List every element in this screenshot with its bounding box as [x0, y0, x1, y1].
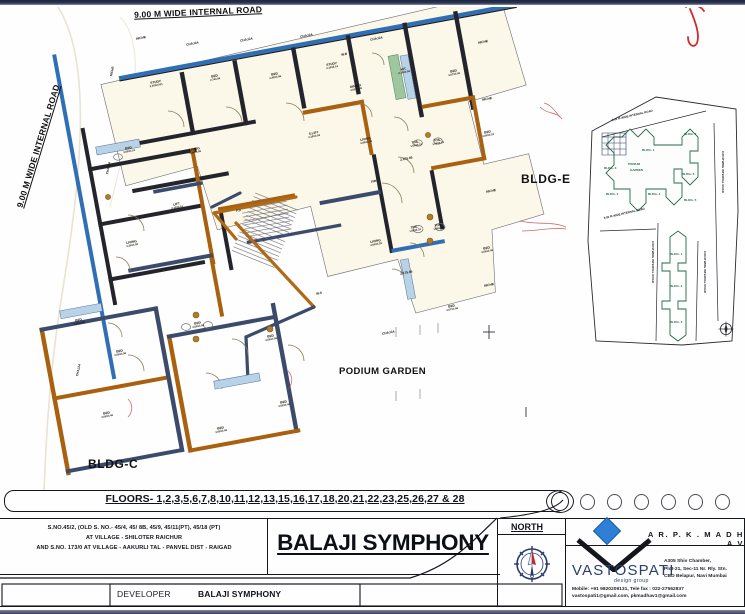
- binder-hole-0: [551, 492, 569, 511]
- scan-top-edge: [0, 0, 745, 5]
- binder-hole-3: [634, 494, 649, 510]
- project-title: BALAJI SYMPHONY: [277, 530, 489, 555]
- binder-hole-4: [661, 494, 676, 510]
- survey-line-2: AT VILLAGE - SHILOTER RAICHUR: [85, 534, 183, 541]
- north-label: NORTH: [511, 522, 543, 532]
- podium-garden-label: PODIUM GARDEN: [339, 366, 427, 377]
- building-label-e: BLDG-E: [521, 172, 571, 186]
- contact-line-2: vastospati1@gmail.com, pkmadhav1@gmail.c…: [572, 594, 687, 600]
- contact-line-1: Mobile: +91 9820209131, Tele fax : 022-2…: [572, 587, 684, 592]
- tb-vline-north: [497, 534, 566, 536]
- binder-hole-6: [715, 494, 730, 510]
- svg-text:BLDG- 4: BLDG- 4: [648, 192, 661, 196]
- binder-hole-1: [580, 494, 595, 510]
- svg-text:BLDG- 3: BLDG- 3: [604, 166, 617, 170]
- svg-text:BLDG- 2: BLDG- 2: [606, 192, 619, 196]
- svg-text:BLDG- 1: BLDG- 1: [642, 148, 655, 152]
- red-pen-annotation: [685, 7, 705, 47]
- tb-hline-bottom: [0, 606, 745, 608]
- svg-text:9.00 M WIDE INTERNAL ROAD: 9.00 M WIDE INTERNAL ROAD: [703, 251, 707, 293]
- tb-hline-mid: [0, 574, 500, 576]
- tb-vline-3: [565, 518, 567, 606]
- svg-text:BLDG- 6: BLDG- 6: [682, 172, 695, 176]
- svg-text:BLDG- 7: BLDG- 7: [684, 132, 697, 136]
- firm-logo-block: VASTOSPATI design group A305 Shiv Chambe…: [566, 516, 744, 606]
- binder-hole-5: [688, 494, 703, 510]
- building-label-c: BLDG-C: [88, 457, 139, 471]
- vee-logo-icon: [576, 538, 652, 572]
- tb-vline-1: [267, 518, 269, 574]
- scan-top-gap: [0, 5, 745, 7]
- svg-text:9.00 M WIDE INTERNAL ROAD: 9.00 M WIDE INTERNAL ROAD: [651, 241, 655, 283]
- scan-bottom-edge: [0, 610, 745, 614]
- address-line-2: Plot-21, Sec-11 Nr. Rly. Stn.: [664, 566, 727, 572]
- firm-address: A305 Shiv Chamber, Plot-21, Sec-11 Nr. R…: [664, 558, 744, 581]
- firm-tagline: design group: [614, 578, 649, 584]
- address-line-1: A305 Shiv Chamber,: [664, 559, 712, 564]
- architect-name: A R. P. K . M A D H A V: [647, 530, 744, 548]
- survey-line-1: S.NO.45/2, (OLD S. NO.- 45/4, 45/ 8B, 45…: [47, 525, 221, 531]
- svg-text:BLDG- 2: BLDG- 2: [670, 284, 683, 288]
- title-block: FLOORS- 1,2,3,5,6,7,8,10,11,12,13,15,16,…: [0, 488, 745, 614]
- compass-rose-icon: [514, 546, 550, 582]
- svg-text:9.00 M WIDE INTERNAL ROAD: 9.00 M WIDE INTERNAL ROAD: [721, 151, 725, 193]
- plan-linework: [39, 7, 705, 490]
- floors-bar: FLOORS- 1,2,3,5,6,7,8,10,11,12,13,15,16,…: [4, 490, 566, 512]
- firm-contact: Mobile: +91 9820209131, Tele fax : 022-2…: [572, 586, 744, 601]
- firm-name: VASTOSPATI: [572, 562, 675, 579]
- svg-text:BLDG- 5: BLDG- 5: [684, 198, 697, 202]
- developer-value: BALAJI SYMPHONY: [198, 589, 282, 599]
- tb-vline-2: [497, 518, 499, 606]
- svg-text:PODIUM: PODIUM: [628, 162, 641, 166]
- address-line-3: CBD Belapur, Navi Mumbai: [664, 574, 727, 580]
- north-cell: NORTH: [497, 519, 566, 606]
- survey-details: S.NO.45/2, (OLD S. NO.- 45/4, 45/ 8B, 45…: [2, 524, 266, 553]
- developer-label: DEVELOPER: [117, 589, 171, 599]
- svg-text:BLDG- 1: BLDG- 1: [670, 252, 683, 256]
- floors-note: FLOORS- 1,2,3,5,6,7,8,10,11,12,13,15,16,…: [105, 493, 465, 505]
- survey-line-3: AND S.NO. 173/0 AT VILLAGE - AAKURLI TAL…: [36, 544, 232, 551]
- binder-hole-2: [607, 494, 622, 510]
- site-plan-inset: BLDG- 1 BLDG- 7 BLDG- 6 BLDG- 5 BLDG- 4 …: [586, 91, 744, 347]
- svg-text:GARDEN: GARDEN: [630, 168, 643, 172]
- tb-hline-arch: [565, 545, 745, 547]
- svg-text:BLDG- 3: BLDG- 3: [670, 320, 683, 324]
